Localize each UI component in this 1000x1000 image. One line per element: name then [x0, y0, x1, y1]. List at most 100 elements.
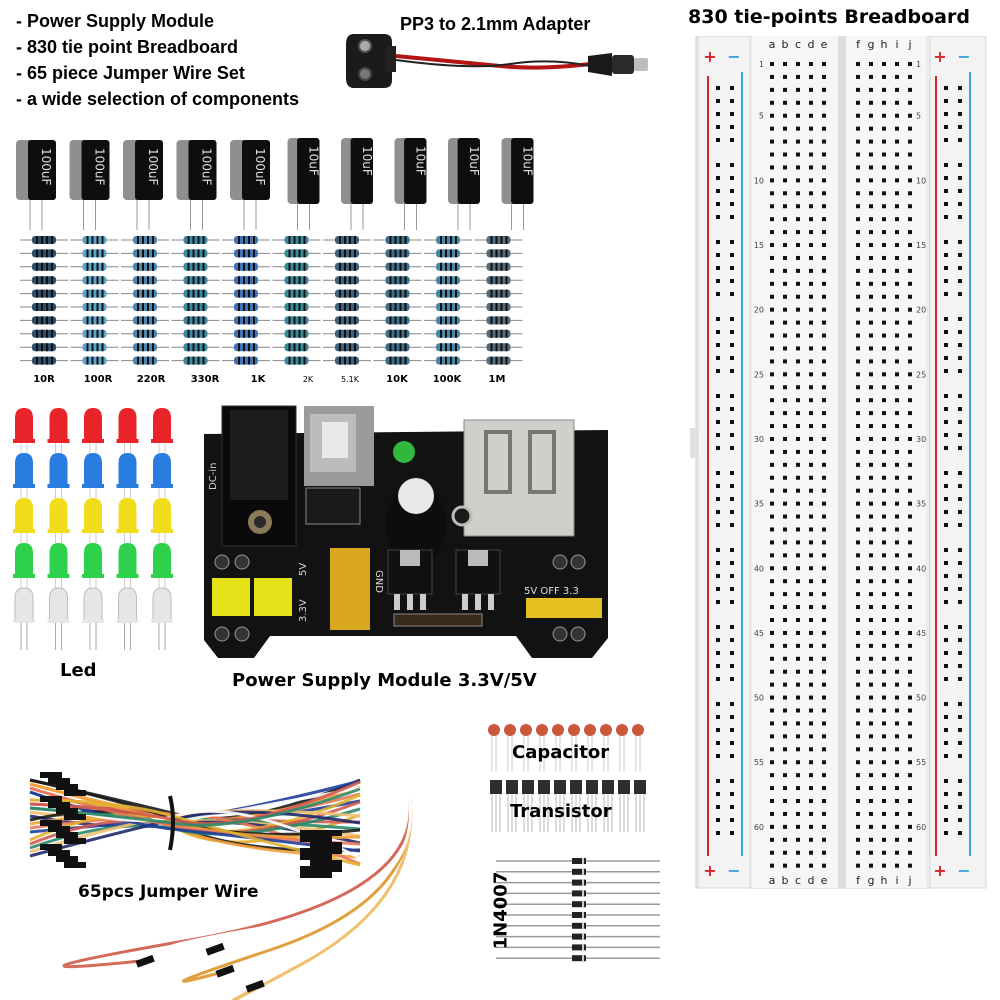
- tie-point: [856, 605, 860, 610]
- row-label: 30: [916, 435, 926, 444]
- resistor: [474, 343, 523, 352]
- tie-point: [783, 773, 787, 778]
- tie-point: [770, 475, 774, 480]
- rail-tie-point: [716, 99, 720, 103]
- resistor: [373, 316, 422, 325]
- tie-point: [783, 74, 787, 79]
- tie-point: [783, 566, 787, 571]
- jumper-wire-pin: [64, 790, 86, 796]
- rail-tie-point: [944, 715, 948, 719]
- tie-point: [822, 346, 826, 351]
- rail-tie-point: [944, 343, 948, 347]
- capacitor-value: 10uF: [360, 146, 374, 176]
- tie-point: [796, 449, 800, 454]
- tie-point: [895, 372, 899, 377]
- tie-point: [822, 243, 826, 248]
- rail-tie-point: [716, 240, 720, 244]
- rail-minus-label: −: [957, 861, 970, 880]
- tie-point: [822, 488, 826, 493]
- tie-point: [783, 139, 787, 144]
- tie-point: [783, 540, 787, 545]
- tie-point: [856, 204, 860, 209]
- rail-tie-point: [958, 561, 962, 565]
- led-label: Led: [60, 660, 97, 681]
- tie-point: [770, 294, 774, 299]
- resistor: [70, 343, 119, 352]
- tie-point: [783, 333, 787, 338]
- rail-tie-point: [730, 587, 734, 591]
- rail-tie-point: [730, 112, 734, 116]
- power-switch[interactable]: [304, 406, 374, 525]
- 5v-silkscreen: 5V: [298, 563, 309, 576]
- tie-point: [895, 721, 899, 726]
- gnd-silkscreen: GND: [373, 570, 384, 593]
- tie-point: [856, 540, 860, 545]
- tie-point: [908, 514, 912, 519]
- tie-point: [882, 747, 886, 752]
- tie-point: [822, 191, 826, 196]
- rail-tie-point: [944, 253, 948, 257]
- transistor: [522, 780, 534, 794]
- tie-point: [895, 501, 899, 506]
- tie-point: [822, 669, 826, 674]
- resistor: [272, 276, 321, 285]
- tie-point: [882, 139, 886, 144]
- tie-point: [783, 385, 787, 390]
- ceramic-capacitor: [488, 724, 500, 736]
- tie-point: [822, 333, 826, 338]
- tie-point: [783, 449, 787, 454]
- rail-tie-point: [944, 112, 948, 116]
- tie-point: [796, 863, 800, 868]
- transistor: [490, 780, 502, 794]
- feature-item: - 65 piece Jumper Wire Set: [16, 63, 245, 83]
- resistor: [373, 262, 422, 271]
- tie-point: [869, 760, 873, 765]
- rail-tie-point: [958, 523, 962, 527]
- rail-tie-point: [958, 240, 962, 244]
- rail-jumper[interactable]: [254, 578, 292, 616]
- rail-tie-point: [730, 651, 734, 655]
- tie-point: [908, 191, 912, 196]
- electrolytic-capacitor: 100uF: [176, 140, 217, 230]
- tie-point: [882, 514, 886, 519]
- rail-minus-label: −: [727, 861, 740, 880]
- led-white: [151, 587, 173, 650]
- rail-tie-point: [958, 664, 962, 668]
- rail-jumper[interactable]: [212, 578, 250, 616]
- led-blue: [82, 453, 104, 498]
- tie-point: [856, 643, 860, 648]
- column-label: h: [881, 38, 888, 51]
- tie-point: [856, 850, 860, 855]
- resistor: [323, 249, 371, 258]
- resistor: [121, 276, 169, 285]
- tie-point: [895, 695, 899, 700]
- resistor: [474, 236, 523, 244]
- tie-point: [882, 643, 886, 648]
- tie-point: [908, 630, 912, 635]
- tie-point: [882, 281, 886, 286]
- jumper-wire-pin: [300, 872, 322, 878]
- tie-point: [770, 268, 774, 273]
- electrolytic-capacitor: 100uF: [123, 140, 163, 230]
- tie-point: [895, 268, 899, 273]
- tie-point: [770, 243, 774, 248]
- rail-tie-point: [958, 292, 962, 296]
- tie-point: [796, 811, 800, 816]
- tie-point: [783, 695, 787, 700]
- tie-point: [809, 656, 813, 661]
- rail-tie-point: [944, 728, 948, 732]
- tie-point: [895, 359, 899, 364]
- rail-tie-point: [716, 792, 720, 796]
- tie-point: [809, 695, 813, 700]
- tie-point: [856, 152, 860, 157]
- tie-point: [908, 837, 912, 842]
- voltage-selector-jumper[interactable]: [526, 598, 602, 618]
- tie-point: [895, 553, 899, 558]
- jumper-wire-pin: [56, 784, 78, 790]
- tie-point: [796, 501, 800, 506]
- row-label: 25: [916, 370, 926, 379]
- tie-point: [796, 307, 800, 312]
- tie-point: [895, 863, 899, 868]
- resistor: [171, 262, 220, 271]
- tie-point: [783, 462, 787, 467]
